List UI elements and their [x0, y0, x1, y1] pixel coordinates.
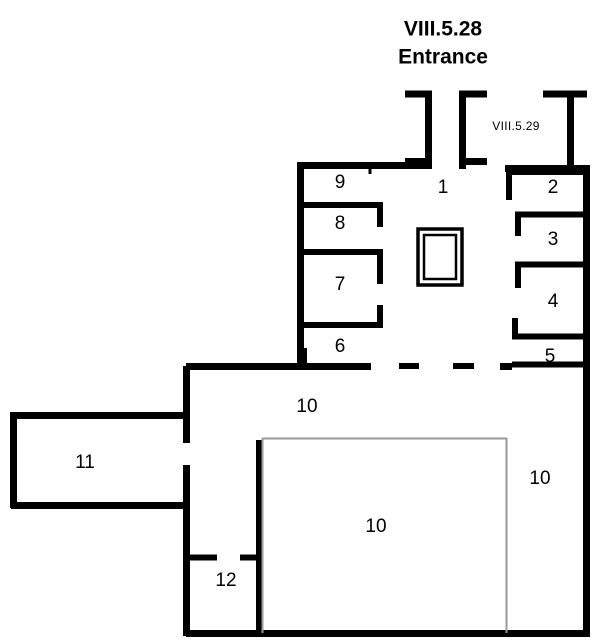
impluvium	[416, 227, 464, 287]
room-label-7: 7	[335, 274, 346, 295]
room-label-8: 8	[335, 213, 346, 234]
room-label-10-garden: 10	[365, 516, 386, 537]
peristyle-garden-outline	[261, 437, 508, 633]
room-label-10-corridor: 10	[296, 396, 317, 417]
room-11-walls	[10, 366, 190, 560]
column-mark-1	[399, 363, 419, 369]
outer-walls	[186, 162, 590, 637]
room-label-10-east: 10	[529, 468, 550, 489]
entrance-29-label: VIII.5.29	[492, 119, 539, 133]
atrium-peristyle-colonnade	[186, 348, 512, 370]
room-12-walls	[183, 440, 263, 636]
entrance-29-right-walls	[543, 90, 587, 168]
room-label-5: 5	[545, 346, 556, 367]
entrance-29-left-walls	[459, 90, 487, 165]
room-label-11: 11	[75, 452, 95, 473]
room-label-9: 9	[335, 172, 346, 193]
entrance-28-walls	[405, 90, 432, 165]
room-label-3: 3	[548, 229, 559, 250]
column-mark-2	[453, 363, 474, 369]
room-label-12: 12	[215, 570, 236, 591]
doorway-jamb-room-11	[184, 468, 190, 485]
room-label-2: 2	[548, 177, 559, 198]
plan-title-line1: VIII.5.28	[404, 18, 483, 41]
room-label-6: 6	[335, 336, 346, 357]
right-rooms-partitions	[506, 169, 590, 368]
left-rooms-partitions	[300, 166, 383, 328]
room-label-4: 4	[548, 291, 559, 312]
plan-title-line2: Entrance	[398, 46, 488, 69]
room-label-1: 1	[438, 177, 449, 198]
